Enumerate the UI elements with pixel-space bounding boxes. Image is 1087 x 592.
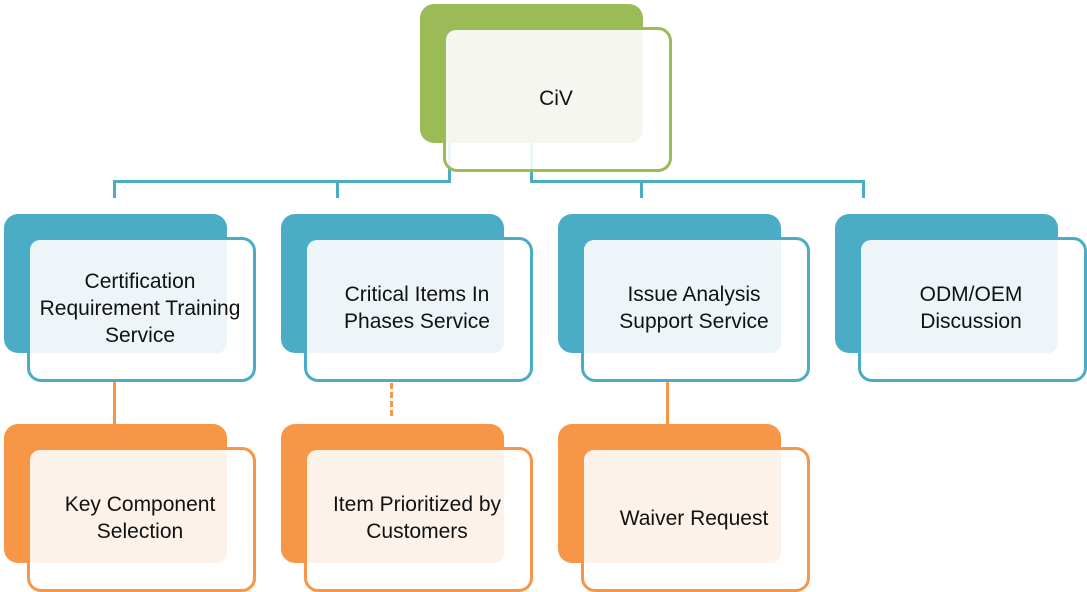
connector-stub-1 <box>113 180 116 198</box>
level2-node-label: Waiver Request <box>619 506 769 530</box>
connector-stub-2 <box>336 180 339 198</box>
level2-node-label: Item Prioritized by Customers <box>332 493 502 543</box>
root-node-label: CiV <box>539 86 573 110</box>
level1-node-inner <box>307 240 504 353</box>
level1-node-inner <box>584 240 781 353</box>
level2-node-label: Key Component Selection <box>64 493 216 543</box>
connector-stub-3 <box>640 180 643 198</box>
connector-stub-4 <box>862 180 865 198</box>
level2-node-inner <box>30 450 227 563</box>
level1-node-label: Issue Analysis Support Service <box>619 283 769 333</box>
level1-node-inner <box>30 240 227 353</box>
level2-node-inner <box>584 450 781 563</box>
connector-root-right-horizontal <box>530 180 865 183</box>
connector-child-1 <box>113 382 116 425</box>
root-node-inner <box>446 30 641 143</box>
level1-node-label: Critical Items In Phases Service <box>344 283 490 333</box>
connector-child-3 <box>666 382 669 425</box>
connector-child-2 <box>390 383 393 416</box>
level1-node-label: ODM/OEM Discussion <box>919 283 1023 333</box>
connector-root-left-horizontal <box>114 180 451 183</box>
level2-node-inner <box>307 450 504 563</box>
level1-node-inner <box>861 240 1058 353</box>
level1-node-label: Certification Requirement Training Servi… <box>39 269 241 347</box>
